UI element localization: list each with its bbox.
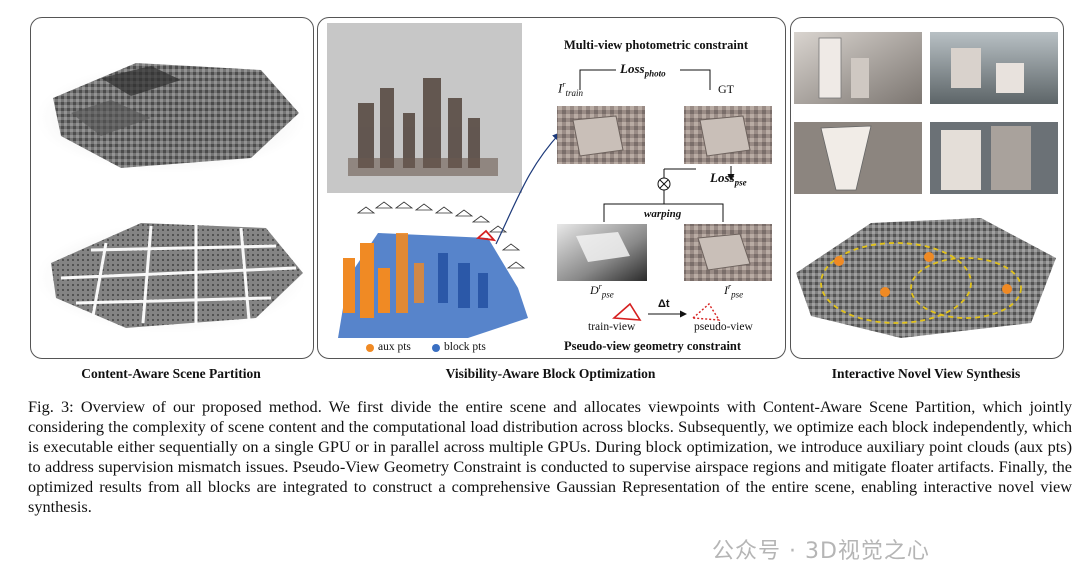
train-view-label: train-view bbox=[588, 321, 636, 333]
aux-pts-legend-label: aux pts bbox=[378, 341, 411, 353]
train-view-camera-icon bbox=[612, 302, 642, 321]
block-optimization-label: Visibility-Aware Block Optimization bbox=[445, 366, 656, 381]
aux-pts-legend-dot bbox=[366, 344, 374, 352]
selected-camera-icon bbox=[475, 229, 497, 242]
camera-frustums bbox=[356, 201, 526, 269]
loss-photo-label: Lossphoto bbox=[620, 61, 666, 79]
warping-label: warping bbox=[644, 208, 682, 220]
novel-view-synthesis-panel bbox=[790, 17, 1064, 359]
block-pts-legend-dot bbox=[432, 344, 440, 352]
pseudo-view-label: pseudo-view bbox=[694, 321, 753, 333]
block-optimization-panel: Multi-view photometric constraint Lossph… bbox=[317, 17, 786, 359]
gt-label: GT bbox=[718, 82, 734, 96]
figure-caption: Fig. 3: Overview of our proposed method.… bbox=[28, 397, 1072, 516]
viewpoint-markers bbox=[834, 252, 1012, 297]
scene-partition-label: Content-Aware Scene Partition bbox=[81, 366, 261, 381]
pseudo-view-camera-icon bbox=[691, 302, 721, 321]
scene-partition-illustration bbox=[36, 63, 306, 333]
watermark: 公众号 · 3D视觉之心 bbox=[712, 539, 930, 564]
photometric-constraint-title: Multi-view photometric constraint bbox=[564, 38, 748, 52]
novel-view-illustration bbox=[794, 32, 1058, 338]
block-optimization-illustration bbox=[327, 23, 772, 352]
aux-block-point-cloud bbox=[338, 233, 528, 338]
delta-t-label: Δt bbox=[658, 298, 670, 310]
novel-view-synthesis-label: Interactive Novel View Synthesis bbox=[831, 366, 1021, 381]
novel-view-thumb-2 bbox=[930, 32, 1058, 104]
camera-trajectory bbox=[820, 242, 1022, 324]
d-pse-label: Drpse bbox=[590, 282, 614, 300]
i-train-label: Irtrain bbox=[558, 80, 583, 98]
scene-partition-panel bbox=[30, 17, 314, 359]
i-pse-label: Irpse bbox=[724, 282, 744, 300]
loss-pse-label: Losspse bbox=[710, 170, 747, 188]
block-pts-legend-label: block pts bbox=[444, 341, 486, 353]
geometry-constraint-title: Pseudo-view geometry constraint bbox=[564, 339, 742, 353]
scene-point-cloud bbox=[796, 218, 1056, 338]
